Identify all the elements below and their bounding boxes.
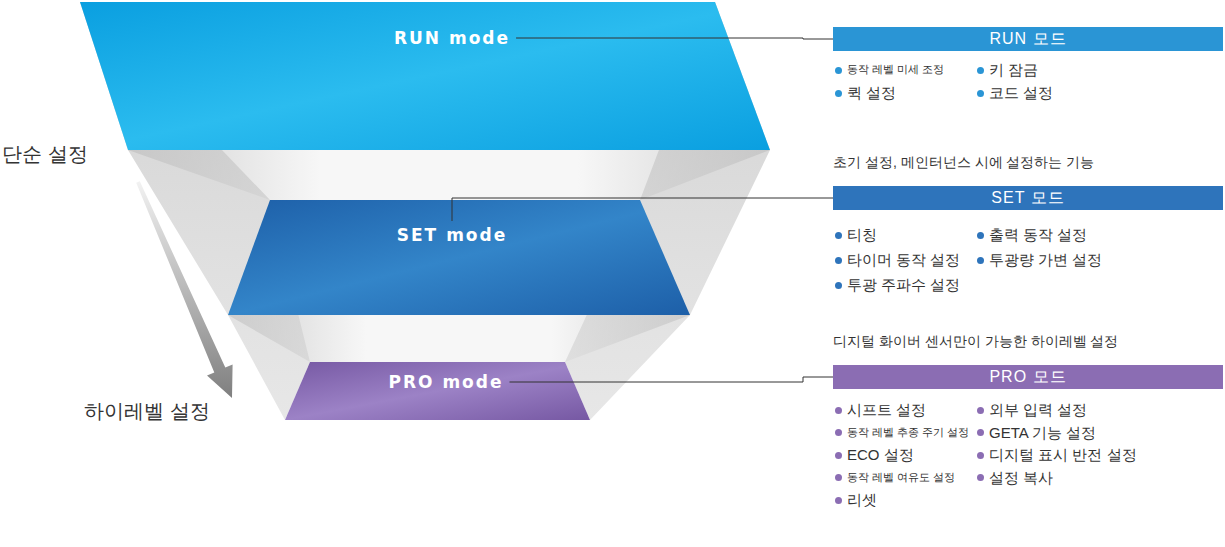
bullet-dot (977, 474, 984, 481)
feature-text: 외부 입력 설정 (989, 401, 1087, 419)
feature-item: 투광 주파수 설정 (833, 273, 975, 298)
panel-header: PRO 모드 (833, 365, 1223, 389)
plane-shape (225, 198, 695, 318)
mode-plane: RUN mode (75, 0, 775, 152)
feature-text: 키 잠금 (989, 61, 1038, 79)
bullet-dot (835, 282, 842, 289)
feature-text: 투광 주파수 설정 (847, 276, 960, 294)
feature-text: GETA 기능 설정 (989, 424, 1096, 442)
feature-grid: 동작 레벨 미세 조정 키 잠금퀵 설정 코드 설정 (833, 59, 1223, 105)
feature-item: 코드 설정 (975, 82, 1223, 105)
bullet-dot (835, 90, 842, 97)
feature-text: 동작 레벨 미세 조정 (847, 63, 944, 76)
feature-text: 타이머 동작 설정 (847, 251, 960, 269)
panel-header: RUN 모드 (833, 27, 1223, 51)
level-arrow (136, 181, 232, 398)
feature-text: 시프트 설정 (847, 401, 926, 419)
leader-line (452, 198, 833, 221)
feature-grid: 시프트 설정 외부 입력 설정동작 레벨 추종 주기 설정 GETA 기능 설정 EC… (833, 399, 1223, 512)
mode-plane: PRO mode (282, 360, 594, 422)
bullet-dot (977, 257, 984, 264)
level-label: 단순 설정 (2, 141, 88, 168)
panel-description: 초기 설정, 메인터넌스 시에 설정하는 기능 (833, 152, 1223, 172)
feature-item: 키 잠금 (975, 59, 1223, 82)
plane-face (228, 200, 690, 315)
plane-face (80, 2, 770, 150)
mode-plane: SET mode (225, 198, 695, 318)
bullet-dot (835, 257, 842, 264)
bullet-dot (977, 452, 984, 459)
feature-text: 설정 복사 (989, 469, 1053, 487)
feature-text: 리셋 (847, 491, 877, 509)
feature-item: 시프트 설정 (833, 399, 975, 422)
level-label-box: 단순 설정 (2, 141, 88, 168)
feature-item: 리셋 (833, 489, 975, 512)
feature-item: 설정 복사 (975, 466, 1223, 489)
mode-name: PRO mode (388, 372, 503, 392)
feature-item: GETA 기능 설정 (975, 421, 1223, 444)
plane-face (285, 362, 590, 420)
mode-panel: 디지털 화이버 센서만이 가능한 하이레벨 설정 PRO 모드시프트 설정 외부 입… (833, 331, 1223, 511)
feature-item: 디지털 표시 반전 설정 (975, 444, 1223, 467)
plane-shape (75, 0, 775, 152)
bullet-dot (835, 429, 842, 436)
level-label: 하이레벨 설정 (84, 398, 210, 425)
mode-name: RUN mode (394, 28, 510, 48)
feature-text: 디지털 표시 반전 설정 (989, 446, 1137, 464)
feature-grid: 티칭 출력 동작 설정타이머 동작 설정 투광량 가변 설정투광 주파수 설정 (833, 223, 1223, 298)
feature-item: 티칭 (833, 223, 975, 248)
panel-header: SET 모드 (833, 186, 1223, 210)
leader-line (516, 38, 833, 39)
feature-item: ECO 설정 (833, 444, 975, 467)
bullet-dot (835, 452, 842, 459)
feature-text: 투광량 가변 설정 (989, 251, 1102, 269)
bullet-dot (835, 474, 842, 481)
feature-text: ECO 설정 (847, 446, 914, 464)
feature-item: 투광량 가변 설정 (975, 248, 1223, 273)
feature-text: 출력 동작 설정 (989, 226, 1087, 244)
mode-name: SET mode (397, 225, 507, 245)
bullet-dot (977, 407, 984, 414)
leader-line (510, 377, 834, 382)
bullet-dot (977, 232, 984, 239)
feature-item: 동작 레벨 미세 조정 (833, 59, 975, 82)
feature-item: 타이머 동작 설정 (833, 248, 975, 273)
feature-text: 동작 레벨 추종 주기 설정 (847, 426, 969, 439)
feature-item: 외부 입력 설정 (975, 399, 1223, 422)
panel-description: 디지털 화이버 센서만이 가능한 하이레벨 설정 (833, 331, 1223, 351)
bullet-dot (977, 429, 984, 436)
bullet-dot (835, 407, 842, 414)
mode-panel: 초기 설정, 메인터넌스 시에 설정하는 기능 SET 모드티칭 출력 동작 설정타… (833, 152, 1223, 298)
feature-item: 동작 레벨 여유도 설정 (833, 466, 975, 489)
feature-text: 퀵 설정 (847, 84, 896, 102)
feature-text: 동작 레벨 여유도 설정 (847, 471, 955, 484)
feature-item: 동작 레벨 추종 주기 설정 (833, 421, 975, 444)
bullet-dot (977, 90, 984, 97)
feature-text: 티칭 (847, 226, 877, 244)
feature-item: 출력 동작 설정 (975, 223, 1223, 248)
mode-panel: RUN 모드동작 레벨 미세 조정 키 잠금퀵 설정 코드 설정 (833, 27, 1223, 105)
feature-text: 코드 설정 (989, 84, 1053, 102)
level-label-box: 하이레벨 설정 (84, 398, 210, 425)
bullet-dot (977, 67, 984, 74)
bullet-dot (835, 232, 842, 239)
bullet-dot (835, 67, 842, 74)
bullet-dot (835, 497, 842, 504)
feature-item: 퀵 설정 (833, 82, 975, 105)
